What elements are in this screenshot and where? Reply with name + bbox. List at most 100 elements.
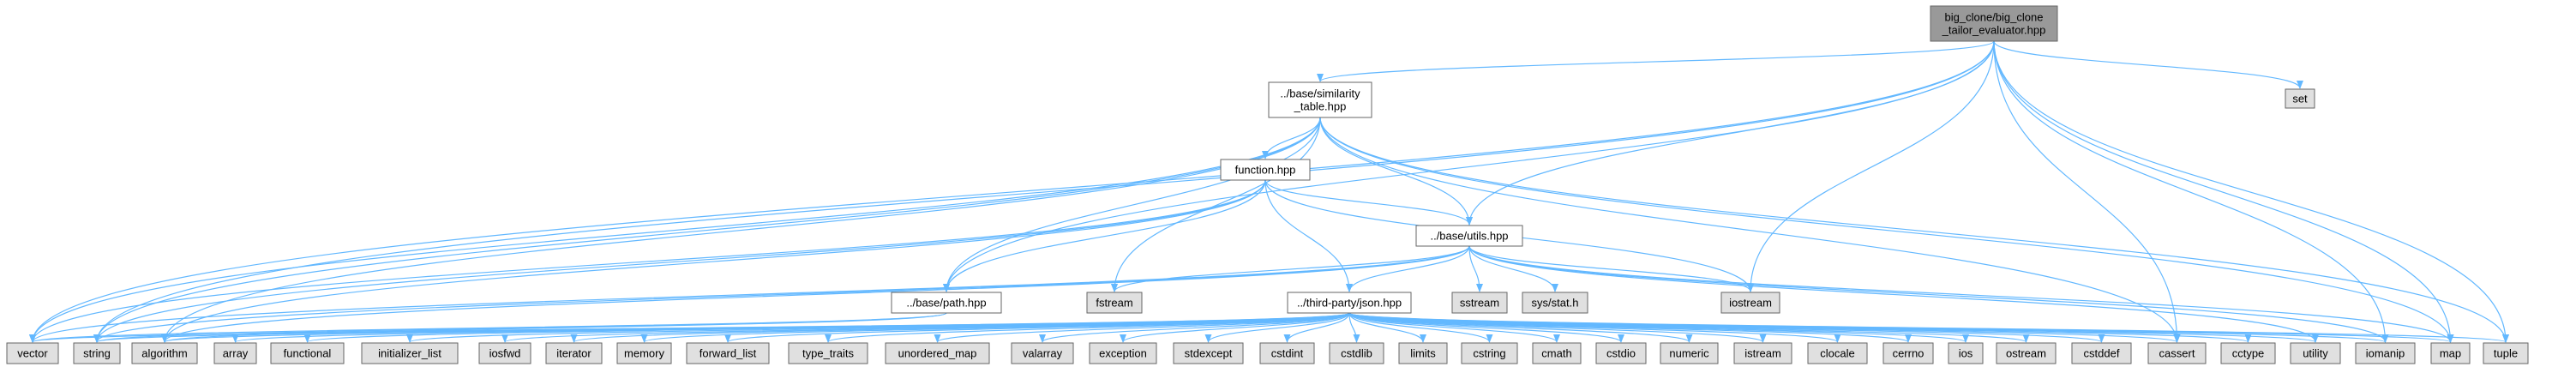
node-root[interactable]: big_clone/big_clone_tailor_evaluator.hpp [1930, 5, 2058, 42]
edge-function-to-utils [1264, 179, 1473, 226]
node-valarray-label: valarray [1023, 347, 1063, 360]
edge-utils-to-sysstat [1468, 245, 1558, 292]
node-cstdio-box [1595, 342, 1647, 364]
node-sysstat-box [1522, 292, 1588, 314]
edge-utils-to-map [1468, 245, 2454, 343]
edge-utils-to-sstream [1468, 245, 1483, 292]
node-cassert: cassert [2147, 342, 2207, 364]
node-exception-label: exception [1099, 347, 1147, 360]
node-stdexcept-label: stdexcept [1185, 347, 1233, 360]
node-vector: vector [6, 342, 59, 364]
node-functional-label: functional [284, 347, 332, 360]
edge-utils-to-fstream [1111, 245, 1470, 292]
edge-utils-to-iomanip [1468, 245, 2389, 343]
edge-root-to-cassert [1993, 40, 2181, 343]
node-vector-box [6, 342, 59, 364]
node-cerrno-box [1882, 342, 1934, 364]
node-limits-box [1398, 342, 1448, 364]
node-fstream: fstream [1086, 292, 1143, 314]
node-ios-box [1948, 342, 1984, 364]
node-type_traits-box [788, 342, 868, 364]
edge-root-to-similarity [1317, 40, 1995, 82]
node-istream-label: istream [1744, 347, 1781, 360]
edge-json-to-iosfwd [501, 312, 1350, 343]
node-numeric-box [1660, 342, 1719, 364]
edge-json-to-limits [1348, 312, 1426, 343]
node-exception: exception [1089, 342, 1157, 364]
node-cmath-label: cmath [1541, 347, 1571, 360]
edge-json-to-cstdio [1348, 312, 1624, 343]
node-string: string [73, 342, 121, 364]
node-iostream-box [1720, 292, 1780, 314]
edge-json-to-cstdlib [1348, 312, 1360, 343]
node-cstdint-label: cstdint [1271, 347, 1304, 360]
edge-function-to-json [1264, 179, 1353, 292]
node-function-box [1220, 159, 1311, 181]
node-similarity-label: _table.hpp [1294, 100, 1347, 113]
node-cstdlib-label: cstdlib [1341, 347, 1372, 360]
edge-similarity-to-path [943, 117, 1321, 292]
node-vector-label: vector [17, 347, 48, 360]
edge-json-to-type_traits [825, 312, 1350, 343]
edge-root-to-set [1993, 40, 2303, 89]
node-cstdlib: cstdlib [1329, 342, 1384, 364]
edge-similarity-to-utils [1319, 117, 1473, 226]
edge-root-to-path [943, 40, 1995, 292]
node-tuple-label: tuple [2494, 347, 2518, 360]
edge-root-to-map [1993, 40, 2454, 343]
node-numeric-label: numeric [1669, 347, 1709, 360]
node-istream: istream [1733, 342, 1792, 364]
node-root-box [1930, 5, 2058, 42]
node-ostream-box [1996, 342, 2057, 364]
node-initializer_list-label: initializer_list [378, 347, 441, 360]
edge-json-to-stdexcept [1204, 312, 1350, 343]
node-cctype-label: cctype [2232, 347, 2265, 360]
node-iosfwd: iosfwd [478, 342, 531, 364]
node-function[interactable]: function.hpp [1220, 159, 1311, 181]
node-fstream-label: fstream [1096, 297, 1132, 310]
node-utils[interactable]: ../base/utils.hpp [1415, 225, 1523, 247]
node-cstdio-label: cstdio [1606, 347, 1636, 360]
node-cassert-box [2147, 342, 2207, 364]
node-json[interactable]: ../third-party/json.hpp [1287, 292, 1412, 314]
edge-path-to-algorithm [161, 312, 947, 343]
node-iterator-box [545, 342, 603, 364]
node-array: array [213, 342, 257, 364]
edge-json-to-valarray [1039, 312, 1350, 343]
edge-similarity-to-cassert [1319, 117, 2181, 343]
node-sstream-label: sstream [1460, 297, 1499, 310]
edge-root-to-tuple [1993, 40, 2509, 343]
node-cctype-box [2220, 342, 2276, 364]
edge-json-to-cmath [1348, 312, 1560, 343]
edge-json-to-cstdint [1283, 312, 1350, 343]
node-cstddef-label: cstddef [2084, 347, 2120, 360]
node-memory: memory [616, 342, 672, 364]
node-array-label: array [223, 347, 249, 360]
node-sysstat: sys/stat.h [1522, 292, 1588, 314]
node-cerrno-label: cerrno [1893, 347, 1924, 360]
node-similarity[interactable]: ../base/similarity_table.hpp [1268, 81, 1372, 118]
node-cstddef: cstddef [2071, 342, 2132, 364]
node-tuple: tuple [2483, 342, 2529, 364]
node-json-label: ../third-party/json.hpp [1297, 297, 1402, 310]
node-algorithm-label: algorithm [141, 347, 187, 360]
node-cstring: cstring [1461, 342, 1518, 364]
nodes-layer: big_clone/big_clone_tailor_evaluator.hpp… [6, 5, 2529, 364]
edge-json-to-unordered_map [934, 312, 1350, 343]
edge-utils-to-utility [1468, 245, 2319, 343]
node-istream-box [1733, 342, 1792, 364]
node-clocale: clocale [1807, 342, 1868, 364]
node-json-box [1287, 292, 1412, 314]
edge-json-to-exception [1120, 312, 1350, 343]
node-sysstat-label: sys/stat.h [1532, 297, 1579, 310]
node-tuple-box [2483, 342, 2529, 364]
node-limits: limits [1398, 342, 1448, 364]
node-unordered_map: unordered_map [885, 342, 990, 364]
node-cassert-label: cassert [2159, 347, 2195, 360]
node-map-label: map [2440, 347, 2461, 360]
node-algorithm: algorithm [131, 342, 198, 364]
edge-similarity-to-algorithm [161, 117, 1321, 343]
node-path[interactable]: ../base/path.hpp [891, 292, 1002, 314]
node-valarray: valarray [1011, 342, 1074, 364]
node-algorithm-box [131, 342, 198, 364]
